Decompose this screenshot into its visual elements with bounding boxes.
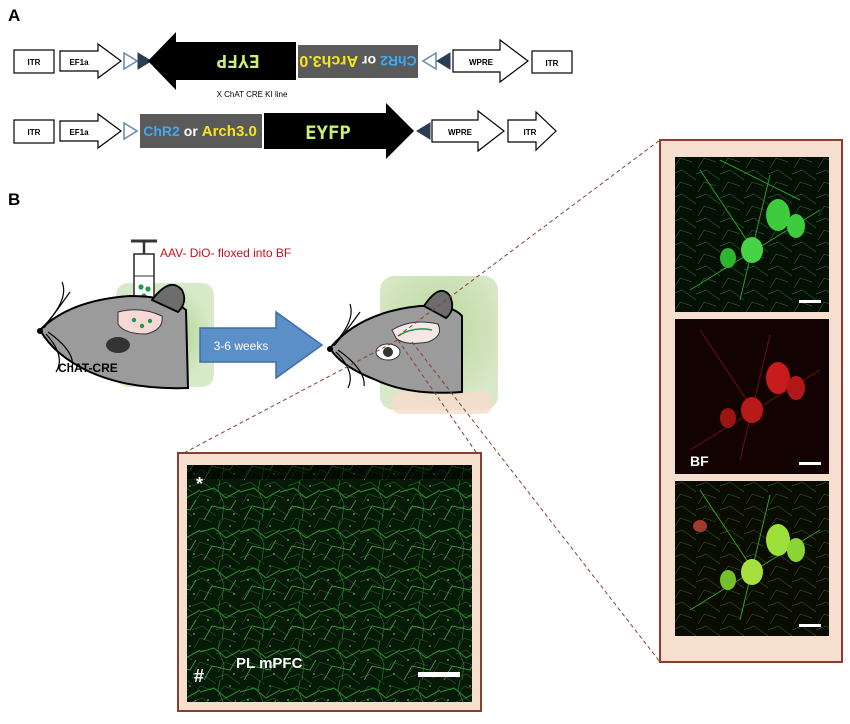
opsin-or-bottom: or	[184, 123, 199, 139]
itr-arrow-bottom-right	[507, 110, 557, 152]
loxp-triangle-top-4	[436, 52, 451, 70]
promoter-label-bottom: EF1a	[69, 128, 89, 137]
wpre-label-bottom: WPRE	[448, 128, 473, 137]
wpre-arrow-top	[452, 38, 529, 84]
right-glow-lower	[392, 392, 492, 414]
mpfc-scale-bar	[418, 672, 460, 677]
eyfp-label-top: EYFP	[216, 50, 260, 71]
loxp-triangle-top-1	[123, 51, 139, 71]
bf-merge-micrograph	[675, 481, 829, 636]
promoter-arrow-top	[59, 42, 123, 80]
promoter-label-top: EF1a	[69, 58, 89, 67]
mouse-head-left-icon	[37, 281, 190, 390]
itr-box-bottom-left	[13, 119, 55, 144]
eyfp-label-bottom: EYFP	[305, 122, 351, 144]
bf-red-micrograph	[675, 319, 829, 474]
mpfc-region-label: PL mPFC	[236, 655, 303, 672]
itr-label-bottom-left: ITR	[28, 128, 41, 137]
itr-label-bottom-right: ITR	[524, 128, 537, 137]
mpfc-hash-label: #	[194, 666, 204, 686]
mouse-head-right-icon	[327, 289, 463, 394]
panel-label-a: A	[8, 6, 20, 25]
zoom-connectors	[179, 139, 661, 663]
opsin-box-top	[298, 45, 418, 78]
bf-red-scale-bar	[799, 462, 821, 465]
time-arrow	[199, 310, 324, 380]
opsin-or-top: or	[362, 53, 377, 69]
itr-box-top-left	[13, 49, 55, 74]
construct-top: ITR EF1a EYFP ChR2orArch3.0 WPRE ITR	[13, 32, 573, 90]
bf-label: BF	[690, 453, 709, 469]
loxp-triangle-bottom-2	[416, 122, 431, 140]
opsin-box-bottom	[140, 114, 262, 148]
time-arrow-label: 3-6 weeks	[214, 339, 269, 353]
cross-text: X ChAT CRE KI line	[217, 90, 288, 99]
opsin-chr2-top: ChR2	[380, 53, 417, 69]
loxp-triangle-top-2	[137, 52, 152, 70]
itr-box-top-right	[531, 50, 573, 74]
eyfp-arrow-bottom	[264, 103, 414, 159]
wpre-label-top: WPRE	[469, 58, 494, 67]
loxp-triangle-top-3	[421, 51, 437, 71]
injection-label: AAV- DiO- floxed into BF	[160, 246, 291, 260]
opsin-label-top: ChR2orArch3.0	[299, 52, 416, 69]
bf-green-micrograph	[675, 157, 829, 312]
loxp-triangle-bottom-1	[123, 121, 139, 141]
opsin-chr2-bottom: ChR2	[143, 123, 180, 139]
eyfp-arrow-top	[148, 32, 296, 90]
wpre-arrow-bottom	[431, 109, 505, 153]
opsin-arch-top: Arch3.0	[299, 52, 358, 69]
promoter-arrow-bottom	[59, 112, 123, 150]
mpfc-star-label: *	[196, 474, 203, 494]
panel-label-b: B	[8, 190, 20, 209]
mpfc-micrograph	[187, 465, 472, 702]
itr-label-top-right: ITR	[546, 59, 559, 68]
bf-green-scale-bar	[799, 300, 821, 303]
bf-merge-scale-bar	[799, 624, 821, 627]
itr-label-top-left: ITR	[28, 58, 41, 67]
opsin-arch-bottom: Arch3.0	[202, 123, 257, 140]
mouse-label: ChAT-CRE	[58, 361, 118, 375]
